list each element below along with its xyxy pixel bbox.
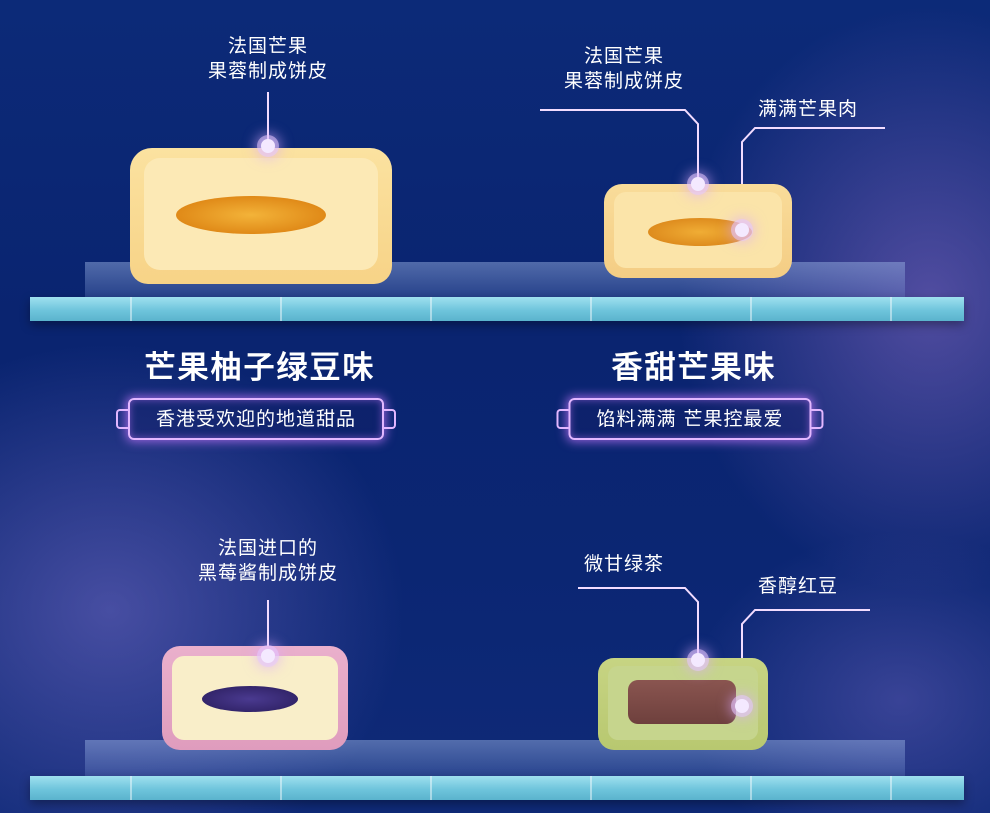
callout-dot-6 — [735, 699, 749, 713]
product-tagline-1: 香港受欢迎的地道甜品 — [115, 398, 397, 440]
callout-label-5: 微甘绿茶 — [584, 553, 665, 575]
mooncake-sweet-mango — [604, 184, 792, 278]
top-shelf-edge — [30, 297, 964, 321]
callout-label-1: 法国芒果 果蓉制成饼皮 — [207, 35, 329, 82]
mooncake-filling — [628, 680, 736, 724]
callout-dot-4 — [261, 649, 275, 663]
mooncake-greentea-redbean — [598, 658, 768, 750]
callout-line-2 — [540, 109, 699, 182]
product-tagline-2: 馅料满满 芒果控最爱 — [556, 398, 824, 440]
callout-dot-2 — [691, 177, 705, 191]
callout-label-3: 满满芒果肉 — [758, 98, 859, 120]
mooncake-blackberry — [162, 646, 348, 750]
mooncake-filling — [202, 686, 298, 712]
callout-label-2: 法国芒果 果蓉制成饼皮 — [563, 45, 685, 92]
mooncake-filling — [176, 196, 326, 234]
mooncake-mango-pomelo — [130, 148, 392, 284]
callout-dot-5 — [691, 653, 705, 667]
product-title-2: 香甜芒果味 — [611, 350, 777, 386]
bottom-shelf-edge — [30, 776, 964, 800]
callout-dot-3 — [735, 223, 749, 237]
product-title-1: 芒果柚子绿豆味 — [144, 350, 376, 386]
mooncake-filling — [648, 218, 752, 246]
callout-line-5 — [578, 587, 699, 658]
callout-label-6: 香醇红豆 — [758, 575, 839, 597]
callout-label-4: 法国进口的 黑莓酱制成饼皮 — [197, 537, 339, 584]
callout-dot-1 — [261, 139, 275, 153]
